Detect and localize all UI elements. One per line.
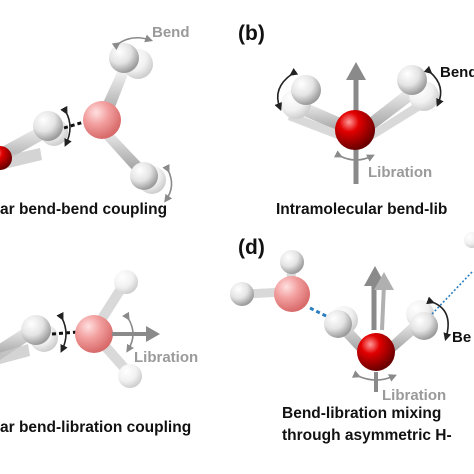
- libration-label: Libration: [368, 164, 432, 181]
- bend-arrow-icon: [111, 34, 154, 51]
- rotation-arrow-icon: [426, 296, 452, 342]
- hydrogen-bond: [51, 330, 79, 336]
- hydrogen-atom: [109, 43, 139, 73]
- panel-c: Libration ar bend-libration coupling: [0, 270, 198, 436]
- panel-d: (d) Libration Be: [230, 232, 474, 444]
- oxygen-atom: [274, 276, 310, 312]
- hydrogen-atom: [464, 232, 474, 248]
- hydrogen-atom: [118, 364, 142, 388]
- oxygen-atom: [0, 146, 12, 170]
- hydrogen-atom: [324, 310, 352, 338]
- libration-arrow-icon: [346, 62, 366, 80]
- hydrogen-atom: [130, 162, 158, 190]
- oxygen-atom: [357, 333, 395, 371]
- panel-d-label: (d): [238, 236, 265, 259]
- rotation-arrow-icon: [60, 105, 72, 147]
- libration-rotation-icon: [122, 311, 134, 353]
- panel-a-caption: ar bend-bend coupling: [0, 201, 167, 218]
- hydrogen-atom: [21, 315, 51, 345]
- rotation-arrow-icon: [274, 67, 299, 111]
- libration-arrow-icon: [374, 272, 394, 290]
- panel-a: Bend ar bend-bend coupling: [0, 24, 190, 218]
- hydrogen-atom: [114, 270, 138, 294]
- panel-d-caption-line2: through asymmetric H-: [282, 427, 452, 444]
- bend-label: Bend: [440, 64, 474, 81]
- molecule-c-left: [0, 315, 58, 364]
- hydrogen-atom: [280, 250, 304, 274]
- bend-label: Bend: [152, 24, 190, 41]
- molecule-a-left: [0, 111, 68, 170]
- panel-b: (b) Bend Libration Intramolecular bend-l…: [238, 22, 474, 218]
- libration-rotation-icon: [351, 370, 397, 382]
- rotation-arrow-icon: [423, 65, 444, 107]
- hydrogen-atom: [410, 312, 438, 340]
- rotation-arrow-icon: [56, 311, 68, 353]
- libration-arrow-icon: [146, 326, 160, 342]
- libration-label: Libration: [134, 349, 198, 366]
- panel-b-caption: Intramolecular bend-lib: [276, 201, 447, 218]
- hydrogen-atom: [230, 282, 254, 306]
- panel-c-caption: ar bend-libration coupling: [0, 419, 191, 436]
- hydrogen-atom: [397, 65, 427, 95]
- oxygen-atom: [335, 110, 375, 150]
- panel-b-label: (b): [238, 22, 265, 45]
- libration-rotation-icon: [333, 150, 375, 162]
- oxygen-atom: [75, 315, 113, 353]
- hydrogen-atom: [291, 75, 321, 105]
- bend-arrow-icon: [162, 163, 173, 203]
- libration-label: Libration: [382, 387, 446, 404]
- molecule-a-right: [83, 43, 166, 194]
- libration-axis: [380, 283, 386, 331]
- molecule-d-donor: [230, 250, 310, 312]
- panel-d-caption-line1: Bend-libration mixing: [282, 405, 441, 422]
- hydrogen-bond: [63, 120, 85, 130]
- hydrogen-atom: [33, 111, 63, 141]
- hydrogen-bond-blue: [309, 306, 331, 320]
- bend-label: Be: [452, 329, 471, 346]
- hydrogen-bond-blue: [431, 271, 473, 315]
- oxygen-atom: [83, 101, 121, 139]
- molecule-c-right: [75, 270, 142, 388]
